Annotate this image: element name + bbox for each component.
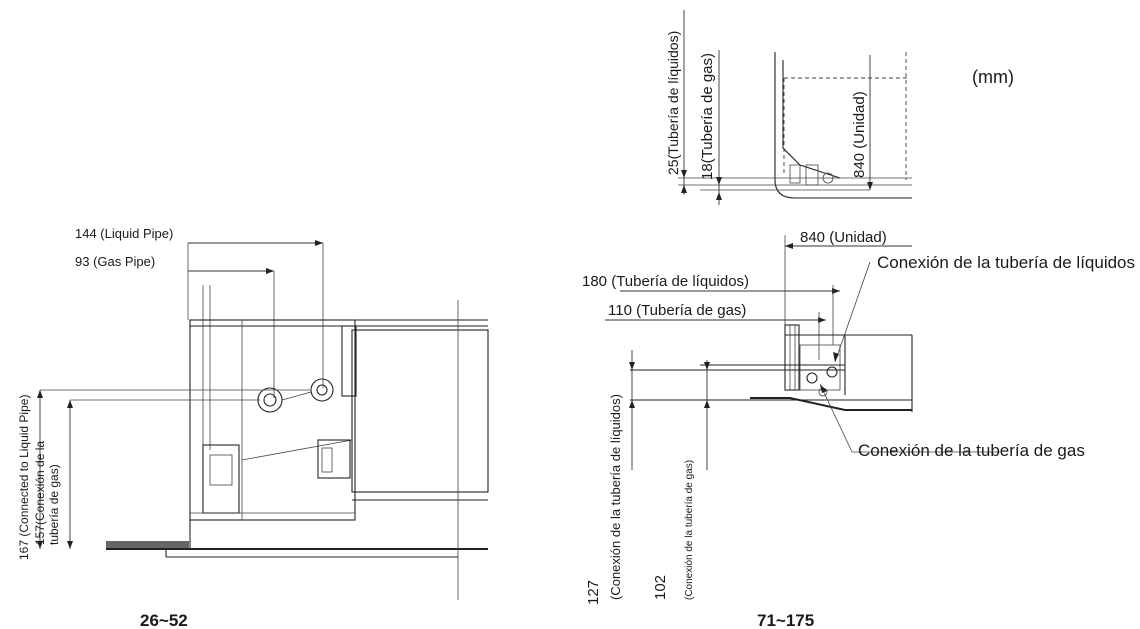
- vert-dim-25-liquid: 25(Tubería de líquidos): [665, 31, 681, 175]
- right-top-drawing: [678, 10, 912, 205]
- vert-dim-167: 167 (Connected to Liquid Pipe): [17, 395, 31, 560]
- unit-label: (mm): [972, 67, 1014, 87]
- vert-dim-157-line1: 157(Conexión de la: [33, 441, 47, 545]
- vert-dim-157-line2: tubería de gas): [47, 464, 61, 545]
- dim-180-liquid: 180 (Tubería de líquidos): [582, 273, 749, 290]
- right-model-label: 71~175: [757, 611, 814, 629]
- dim-gas-pipe-93: 93 (Gas Pipe): [75, 254, 155, 269]
- vert-dim-127-text: (Conexión de la tubería de líquidos): [608, 394, 623, 600]
- callout-gas-connection: Conexión de la tubería de gas: [858, 441, 1085, 460]
- dim-110-gas: 110 (Tubería de gas): [608, 302, 746, 319]
- vert-dim-102-text: (Conexión de la tubería de gas): [684, 460, 695, 600]
- left-unit-drawing: [37, 240, 489, 600]
- vert-dim-102-num: 102: [652, 575, 669, 600]
- right-bottom-drawing: [605, 235, 1000, 470]
- dim-840-unit-horizontal: 840 (Unidad): [800, 229, 887, 246]
- left-model-label: 26~52: [140, 611, 188, 629]
- vert-dim-127-num: 127: [585, 580, 602, 605]
- vert-dim-18-gas: 18(Tubería de gas): [699, 53, 716, 180]
- vert-dim-840-unit: 840 (Unidad): [851, 91, 868, 178]
- callout-liquid-connection: Conexión de la tubería de líquidos: [877, 253, 1135, 272]
- dim-liquid-pipe-144: 144 (Liquid Pipe): [75, 226, 173, 241]
